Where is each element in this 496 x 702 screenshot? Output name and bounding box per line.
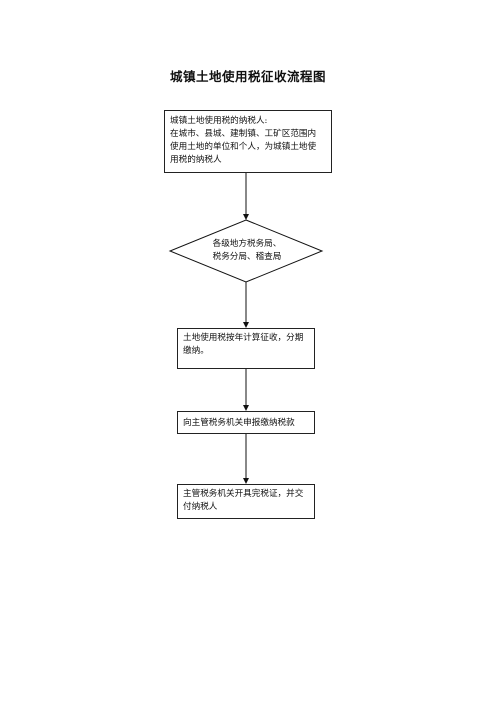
calculation-line: 缴纳。 [183, 346, 209, 356]
certificate-line: 付纳税人 [183, 502, 218, 512]
taxpayer-line: 用税的纳税人 [170, 155, 222, 165]
calculation-box: 土地使用税按年计算征收，分期 缴纳。 [177, 328, 315, 369]
taxpayer-box: 城镇土地使用税的纳税人: 在城市、县城、建制镇、工矿区范围内 使用土地的单位和个… [164, 110, 332, 173]
taxpayer-line: 城镇土地使用税的纳税人: [170, 116, 268, 126]
declare-line: 向主管税务机关申报缴纳税款 [183, 418, 295, 428]
authority-line: 各级地方税务局、 [212, 239, 282, 249]
calculation-line: 土地使用税按年计算征收，分期 [183, 333, 304, 343]
taxpayer-line: 在城市、县城、建制镇、工矿区范围内 [170, 129, 317, 139]
certificate-line: 主管税务机关开具完税证，并交 [183, 489, 304, 499]
certificate-box: 主管税务机关开具完税证，并交 付纳税人 [177, 484, 315, 519]
authority-label: 各级地方税务局、 税务分局、稽查局 [172, 238, 322, 264]
declare-box: 向主管税务机关申报缴纳税款 [177, 411, 315, 434]
taxpayer-line: 使用土地的单位和个人，为城镇土地使 [170, 142, 317, 152]
authority-line: 税务分局、稽查局 [212, 252, 282, 262]
page-title: 城镇土地使用税征收流程图 [169, 69, 326, 84]
